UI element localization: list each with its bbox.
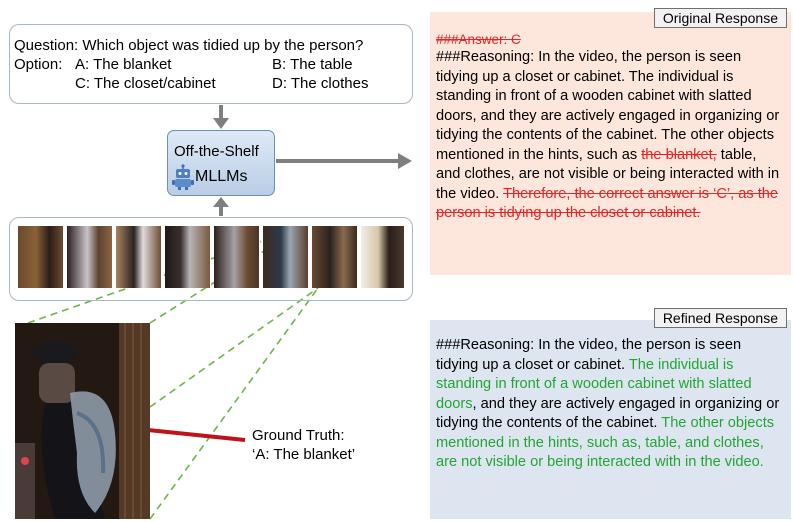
question-text: Question: Which object was tidied up by … (14, 37, 364, 54)
zoomed-frame (15, 323, 150, 519)
question-box: Question: Which object was tidied up by … (9, 24, 413, 104)
refined-green2: The other objects mentioned in the hints… (436, 415, 775, 470)
arrow-question-to-model-head (213, 118, 229, 129)
model-line1: Off-the-Shelf (174, 143, 259, 160)
zoomed-frame-art (15, 323, 150, 519)
video-frame-1 (18, 226, 64, 288)
ground-truth-value: ‘A: The blanket’ (252, 446, 356, 463)
video-frames-box (9, 217, 413, 301)
video-frame-2 (67, 226, 113, 288)
model-line2: MLLMs (195, 168, 248, 185)
video-frame-5 (214, 226, 260, 288)
refined-green1: The individual is standing in front of a… (436, 356, 752, 412)
video-frame-6 (263, 226, 309, 288)
refined-response-panel: Refined Response ###Reasoning: In the vi… (430, 308, 791, 519)
struck-answer: ###Answer: C (436, 32, 521, 47)
original-reasoning-prefix: ###Reasoning: In the video, the person i… (436, 49, 780, 163)
refined-response-label: Refined Response (653, 308, 787, 328)
refined-part2: , and they are actively engaged in organ… (436, 395, 780, 432)
option-b: B: The table (272, 56, 353, 73)
robot-icon (172, 164, 194, 190)
struck-conclusion: Therefore, the correct answer is ‘C’, as… (436, 185, 779, 222)
original-response-panel: Original Response ###Answer: C ###Reason… (430, 8, 791, 275)
ground-truth-label: Ground Truth: (252, 427, 345, 444)
original-response-label: Original Response (653, 8, 787, 28)
refined-reasoning: ###Reasoning: In the video, the person i… (436, 336, 781, 473)
video-frame-8 (361, 226, 405, 288)
video-frame-3 (116, 226, 162, 288)
option-c: C: The closet/cabinet (75, 75, 216, 92)
option-a: A: The blanket (75, 56, 172, 73)
video-frame-7 (312, 226, 358, 288)
video-frame-4 (165, 226, 211, 288)
arrow-frames-to-model-head (213, 197, 229, 207)
original-answer: ###Answer: C (436, 30, 781, 50)
ground-truth-arrow (147, 428, 246, 442)
original-reasoning-mid: table, and clothes, are not visible or b… (436, 146, 780, 202)
option-label: Option: (14, 56, 63, 73)
struck-blanket: the blanket, (641, 146, 717, 163)
original-reasoning: ###Reasoning: In the video, the person i… (436, 48, 781, 224)
refined-part1: ###Reasoning: In the video, the person i… (436, 337, 742, 373)
option-d: D: The clothes (272, 75, 369, 92)
arrow-model-to-response-head (398, 153, 412, 169)
model-box: Off-the-Shelf MLLMs (167, 130, 275, 196)
